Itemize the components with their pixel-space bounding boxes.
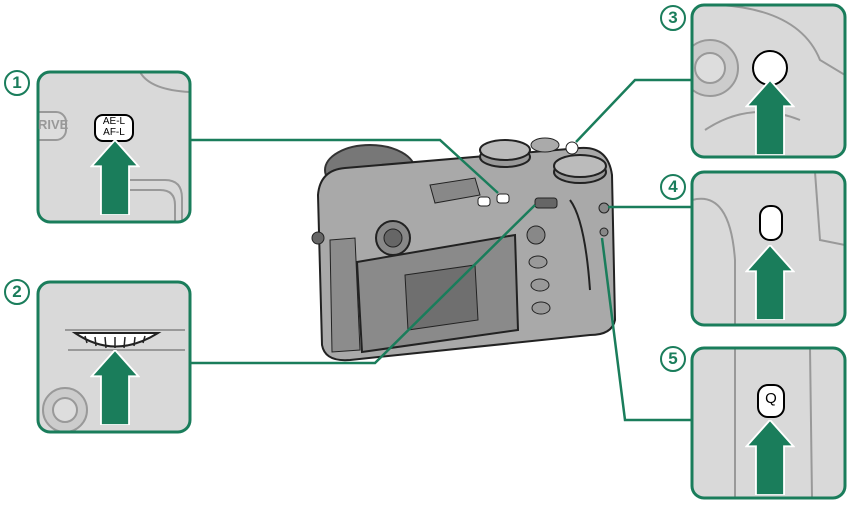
callout-number-5: 5 [660, 346, 686, 372]
callout-number-4: 4 [660, 174, 686, 200]
callout-number-1: 1 [4, 70, 30, 96]
callout-number-3: 3 [660, 5, 686, 31]
panel-q-button [692, 348, 845, 498]
drive-button-label: RIVE [38, 117, 69, 132]
panel-top-button [692, 5, 845, 157]
panel-ael-afl [38, 72, 190, 222]
ael-label: AE-L [102, 116, 126, 127]
camera-body [311, 137, 617, 362]
q-button-label: Q [765, 390, 777, 407]
ael-afl-button-label: AE-L AF-L [95, 116, 133, 138]
leader-lines [190, 78, 692, 422]
panel-side-button [692, 172, 845, 325]
afl-label: AF-L [103, 127, 125, 138]
callout-number-2: 2 [4, 279, 30, 305]
panel-command-dial [38, 282, 190, 432]
